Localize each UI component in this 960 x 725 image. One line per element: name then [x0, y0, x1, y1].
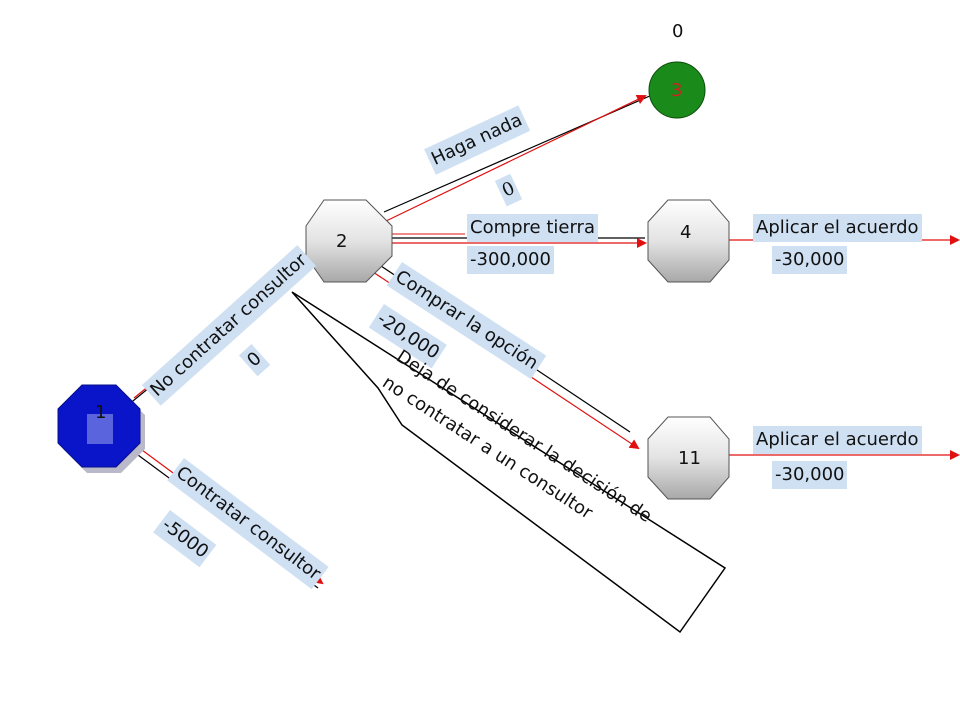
branch-label-aplicar-1: Aplicar el acuerdo [753, 214, 922, 242]
node-2[interactable] [305, 199, 393, 283]
node-1-label-box [87, 414, 113, 444]
node-4[interactable] [647, 199, 730, 283]
branch-value-compre-tierra: -300,000 [467, 246, 554, 274]
node-1-label: 1 [95, 402, 107, 423]
node-3-value: 0 [672, 21, 684, 42]
branch-value-aplicar-1: -30,000 [772, 246, 848, 274]
branch-value-aplicar-2: -30,000 [772, 461, 848, 489]
node-2-label: 2 [336, 231, 348, 252]
node-4-label: 4 [680, 222, 692, 243]
node-11[interactable] [647, 416, 730, 500]
branch-2-3-red [383, 94, 647, 223]
branch-label-compre-tierra: Compre tierra [467, 214, 598, 242]
node-3[interactable] [648, 61, 706, 119]
node-11-label: 11 [678, 448, 701, 469]
node-3-label: 3 [671, 80, 683, 101]
branch-label-aplicar-2: Aplicar el acuerdo [753, 426, 922, 454]
callout-outline [291, 291, 727, 634]
